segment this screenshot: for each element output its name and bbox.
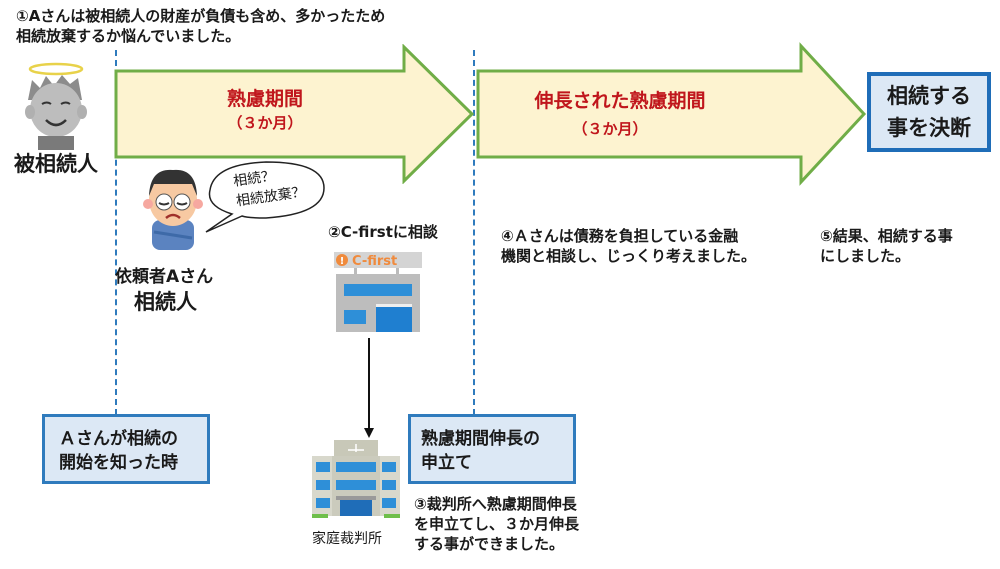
arrow1-title: 熟慮期間 [226, 88, 303, 110]
deceased-person-icon [25, 62, 87, 150]
step4-note: ④Ａさんは債務を負担している金融 機関と相談し、じっくり考えました。 [501, 227, 757, 265]
step5-note: ⑤結果、相続する事 にしました。 [820, 227, 953, 265]
client-label: 依頼者Aさん [115, 267, 214, 287]
arrow1-subtitle: （３か月） [227, 114, 303, 132]
arrow2-title: 伸長された熟慮期間 [534, 90, 706, 112]
step1-note: ①Aさんは被相続人の財産が負債も含め、多かったため 相続放棄するか悩んでいました… [16, 7, 386, 45]
down-arrow [364, 338, 374, 438]
cfirst-office-icon: ! C-first [334, 252, 422, 332]
court-label: 家庭裁判所 [312, 531, 382, 547]
heir-label: 相続人 [134, 290, 197, 314]
speech-bubble [205, 161, 325, 233]
timeline-marker-extension [473, 50, 475, 415]
court-building-icon [312, 440, 400, 518]
extension-event-box: 熟慮期間伸長の 申立て [408, 414, 576, 484]
cfirst-sign-text: C-first [352, 254, 397, 269]
start-event-box: Ａさんが相続の 開始を知った時 [42, 414, 210, 484]
arrow2-subtitle: （３か月） [572, 120, 648, 138]
extended-period-arrow [476, 42, 867, 186]
step3-note: ③裁判所へ熟慮期間伸長 を申立てし、３か月伸長 する事ができました。 [414, 495, 580, 553]
svg-text:!: ! [340, 256, 345, 267]
consideration-period-arrow [114, 44, 475, 184]
client-person-icon [143, 169, 203, 250]
step2-note: ②C-firstに相談 [328, 223, 438, 241]
deceased-label: 被相続人 [14, 152, 98, 176]
decision-box: 相続する 事を決断 [867, 72, 991, 152]
timeline-marker-start [115, 50, 117, 415]
